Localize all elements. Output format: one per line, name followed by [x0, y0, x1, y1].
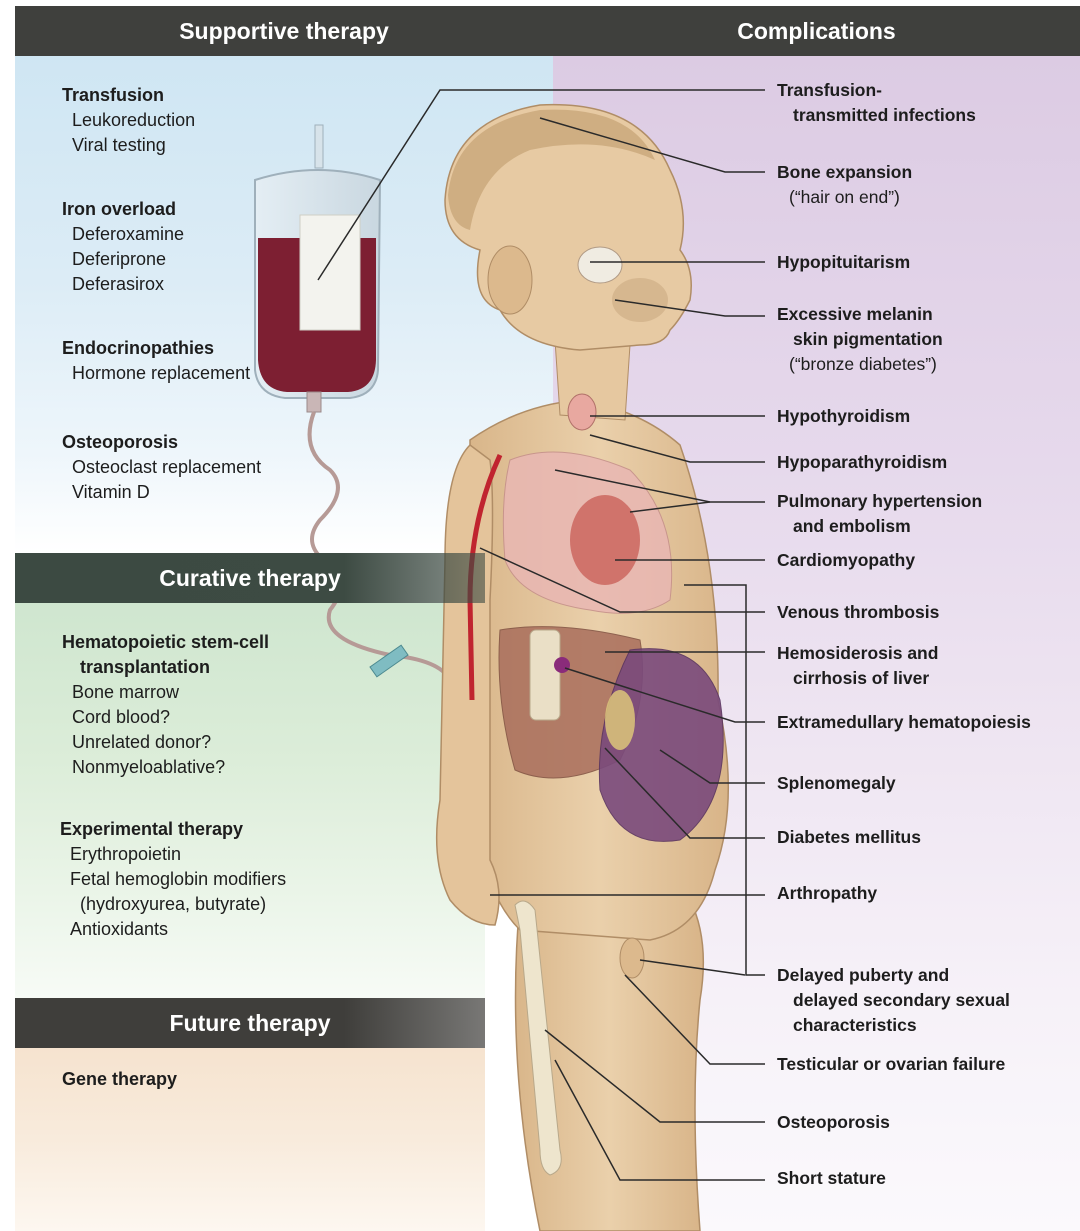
- iv-tube-icon: [310, 412, 450, 680]
- transfusion-title: Transfusion: [62, 83, 164, 108]
- transfusion-item: Leukoreduction: [72, 108, 195, 133]
- gene-therapy-item: Gene therapy: [62, 1067, 177, 1092]
- experimental-item: Antioxidants: [70, 917, 168, 942]
- experimental-item: (hydroxyurea, butyrate): [80, 892, 266, 917]
- experimental-item: Erythropoietin: [70, 842, 181, 867]
- endocrinopathies-title: Endocrinopathies: [62, 336, 214, 361]
- future-therapy-header: Future therapy: [15, 998, 485, 1048]
- osteoporosis-item: Osteoclast replacement: [72, 455, 261, 480]
- iron-overload-title: Iron overload: [62, 197, 176, 222]
- experimental-therapy-title: Experimental therapy: [60, 817, 243, 842]
- iv-bag-icon: [255, 125, 380, 412]
- osteoporosis-item: Vitamin D: [72, 480, 150, 505]
- experimental-item: Fetal hemoglobin modifiers: [70, 867, 286, 892]
- iron-overload-item: Deferiprone: [72, 247, 166, 272]
- hsct-title: Hematopoietic stem-cell: [62, 630, 269, 655]
- endocrinopathies-item: Hormone replacement: [72, 361, 250, 386]
- complication-label: Cardiomyopathy: [777, 548, 915, 573]
- osteoporosis-title: Osteoporosis: [62, 430, 178, 455]
- complication-label: Hypothyroidism: [777, 404, 910, 429]
- complication-label: Venous thrombosis: [777, 600, 939, 625]
- complication-label: Bone expansion (“hair on end”): [777, 160, 912, 210]
- complication-label: Hemosiderosis and cirrhosis of liver: [777, 641, 938, 691]
- hsct-item: Nonmyeloablative?: [72, 755, 225, 780]
- complication-label: Short stature: [777, 1166, 886, 1191]
- complication-label: Delayed puberty and delayed secondary se…: [777, 963, 1010, 1038]
- complication-label: Diabetes mellitus: [777, 825, 921, 850]
- iron-overload-item: Deferoxamine: [72, 222, 184, 247]
- complication-label: Excessive melanin skin pigmentation (“br…: [777, 302, 943, 377]
- complication-label: Osteoporosis: [777, 1110, 890, 1135]
- hsct-item: Unrelated donor?: [72, 730, 211, 755]
- complication-label: Arthropathy: [777, 881, 877, 906]
- complication-label: Hypoparathyroidism: [777, 450, 947, 475]
- complication-label: Pulmonary hypertension and embolism: [777, 489, 982, 539]
- hsct-item: Bone marrow: [72, 680, 179, 705]
- complication-label: Hypopituitarism: [777, 250, 910, 275]
- child-figure: [437, 105, 729, 1231]
- iron-overload-item: Deferasirox: [72, 272, 164, 297]
- complication-label: Splenomegaly: [777, 771, 896, 796]
- complication-label: Testicular or ovarian failure: [777, 1052, 1005, 1077]
- transfusion-item: Viral testing: [72, 133, 166, 158]
- hsct-title-cont: transplantation: [80, 655, 210, 680]
- hsct-item: Cord blood?: [72, 705, 170, 730]
- complication-label: Transfusion- transmitted infections: [777, 78, 976, 128]
- complication-label: Extramedullary hematopoiesis: [777, 710, 1031, 735]
- curative-therapy-header: Curative therapy: [15, 553, 485, 603]
